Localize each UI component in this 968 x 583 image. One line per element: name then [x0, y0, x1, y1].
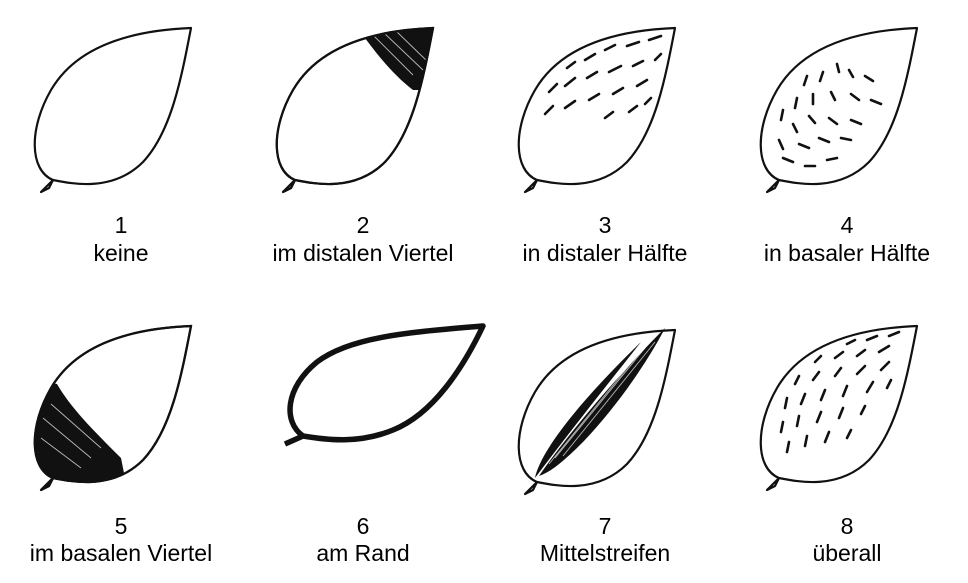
panel-caption: im basalen Viertel — [29, 540, 213, 566]
panel-caption: Mittelstreifen — [539, 540, 671, 566]
panel-number: 6 — [356, 513, 370, 539]
panel-caption: in distaler Hälfte — [522, 240, 688, 266]
panel-caption: keine — [93, 240, 149, 266]
panel-number: 8 — [840, 513, 854, 539]
panel-number: 3 — [598, 212, 612, 238]
panel-caption: im distalen Viertel — [272, 240, 454, 266]
leaf-basal-quarter-icon — [33, 324, 193, 492]
panel-number: 5 — [114, 513, 128, 539]
leaf-distal-quarter-icon — [275, 26, 435, 194]
leaf-everywhere-icon — [759, 324, 919, 492]
panel-number: 2 — [356, 212, 370, 238]
panel-caption: überall — [812, 540, 882, 566]
panel-caption: in basaler Hälfte — [763, 240, 931, 266]
leaf-basal-half-icon — [759, 26, 919, 194]
panel-number: 7 — [598, 513, 612, 539]
leaf-margin-icon — [283, 323, 486, 447]
leaf-distal-half-icon — [517, 26, 677, 194]
leaf-no-spots-icon — [33, 26, 193, 194]
panel-number: 1 — [114, 212, 128, 238]
panel-caption: am Rand — [316, 540, 410, 566]
panel-number: 4 — [840, 212, 854, 238]
leaf-midstripe-icon — [517, 328, 677, 496]
